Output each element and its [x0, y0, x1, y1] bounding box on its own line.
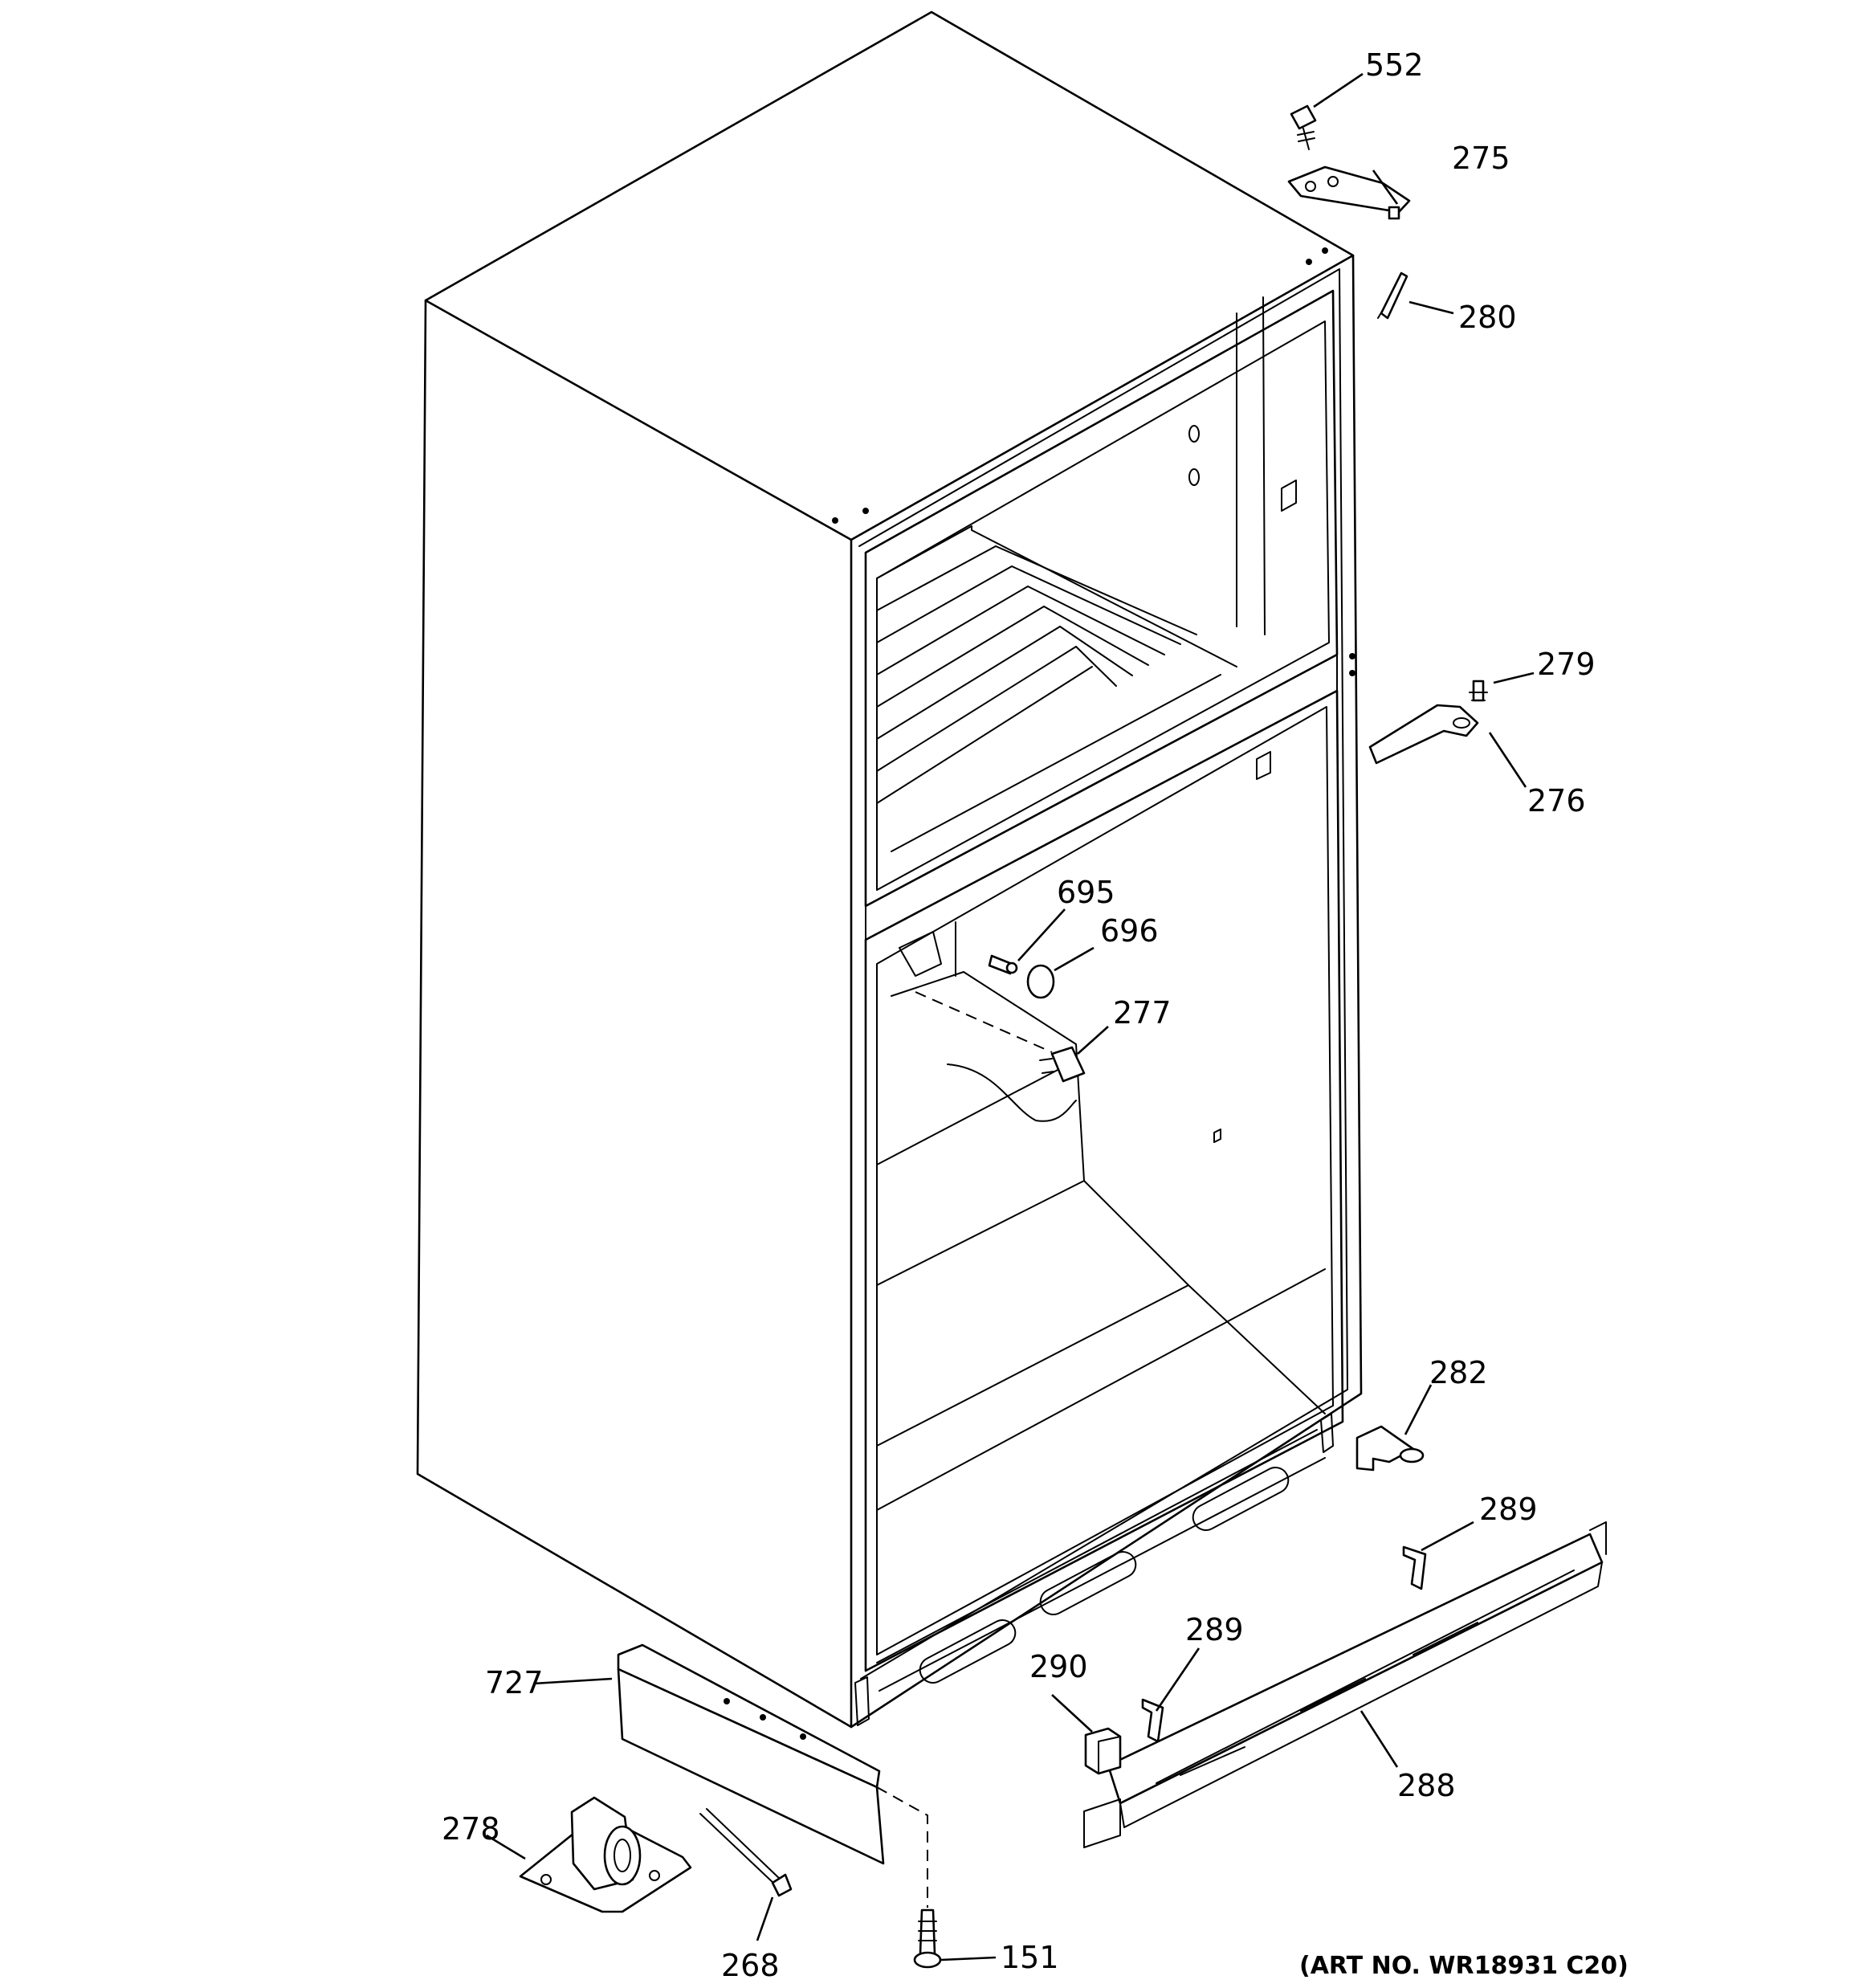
- part-695-screw: [988, 954, 1018, 975]
- callout-151: 151: [1001, 1940, 1059, 1975]
- callout-290: 290: [1029, 1649, 1088, 1684]
- part-288-base-grille: [1083, 1521, 1607, 1848]
- part-280-clip: [1377, 271, 1408, 320]
- refrigerator-cabinet: [416, 10, 1363, 1729]
- callout-278: 278: [442, 1811, 500, 1847]
- callout-275: 275: [1452, 141, 1510, 176]
- callout-276: 276: [1527, 783, 1586, 818]
- callout-282: 282: [1429, 1355, 1488, 1390]
- callout-695: 695: [1057, 875, 1115, 910]
- callout-268: 268: [721, 1948, 780, 1983]
- callout-552: 552: [1365, 47, 1424, 83]
- callout-279: 279: [1537, 647, 1596, 682]
- part-696-cap: [1026, 964, 1055, 999]
- part-278-leveling-roller: [519, 1796, 692, 1913]
- callout-289-a: 289: [1479, 1492, 1538, 1527]
- part-276-center-hinge: [1368, 704, 1479, 765]
- part-277-door-stop: [1039, 1046, 1086, 1083]
- part-282-bottom-hinge: [1355, 1425, 1425, 1472]
- callout-labels: 552 275 280 279 276 695 696 277 282 289 …: [442, 47, 1596, 1983]
- part-279-hinge-pin: [1469, 680, 1488, 702]
- art-number: (ART NO. WR18931 C20): [1299, 1952, 1629, 1980]
- leader-lines: [486, 72, 1535, 1961]
- callout-277: 277: [1113, 995, 1172, 1031]
- callout-727: 727: [485, 1665, 544, 1700]
- part-151-screw: [913, 1908, 942, 1969]
- part-727-access-panel: [617, 1643, 885, 1865]
- part-290-block: [1084, 1727, 1122, 1775]
- fresh-food-compartment: [854, 689, 1344, 1726]
- callout-696: 696: [1100, 913, 1159, 949]
- callout-280: 280: [1458, 300, 1517, 335]
- part-268-roller-axle: [699, 1808, 793, 1897]
- part-289-clip-a: [1402, 1545, 1427, 1590]
- part-552-screw: [1290, 104, 1317, 150]
- freezer-compartment: [864, 289, 1339, 908]
- callout-288: 288: [1397, 1768, 1456, 1803]
- part-275-top-hinge: [1287, 165, 1411, 220]
- callout-289-b: 289: [1185, 1612, 1244, 1647]
